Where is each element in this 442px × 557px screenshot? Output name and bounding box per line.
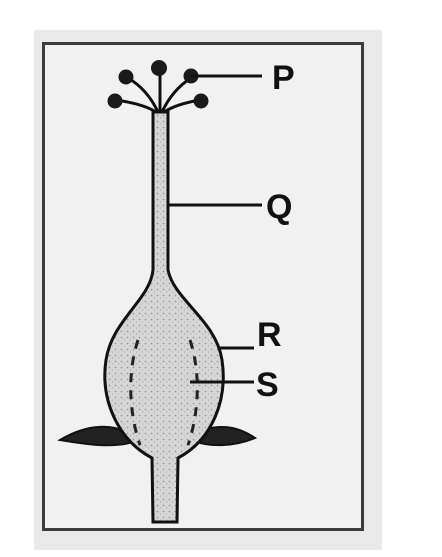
label-q: Q bbox=[266, 188, 292, 226]
label-s: S bbox=[256, 366, 279, 404]
figure-frame bbox=[42, 42, 364, 531]
ovule-dashes bbox=[129, 339, 199, 446]
label-r: R bbox=[257, 316, 282, 354]
pistil-outline bbox=[103, 110, 225, 524]
label-p: P bbox=[272, 59, 295, 97]
leader-lines bbox=[168, 74, 262, 384]
